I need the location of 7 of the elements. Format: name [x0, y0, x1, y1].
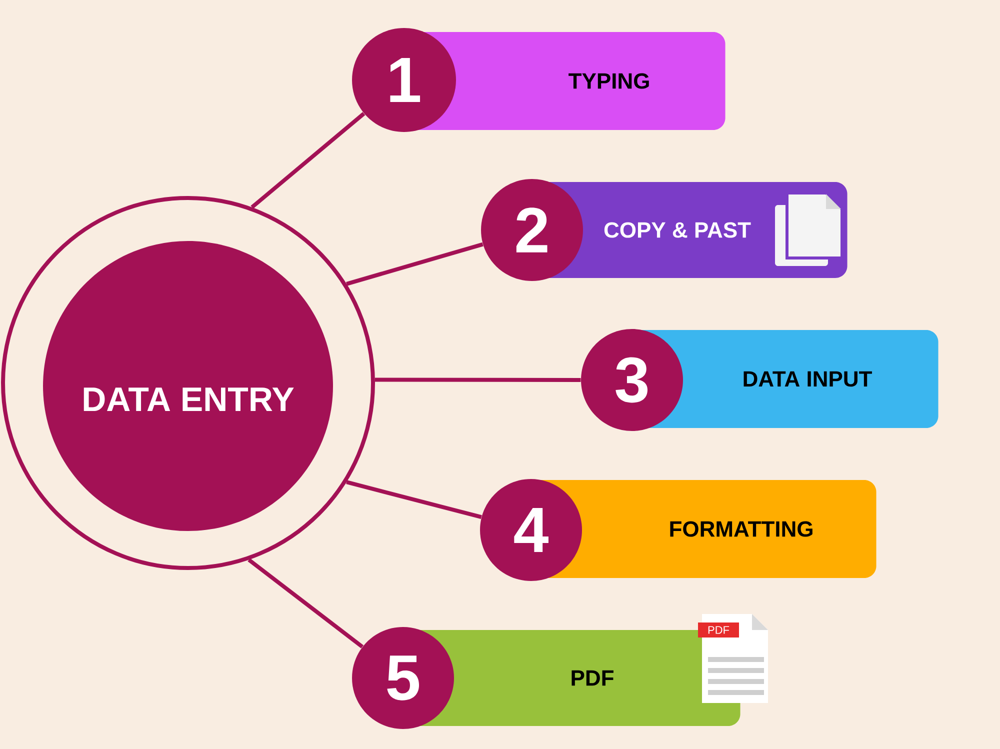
connector-line — [250, 112, 366, 209]
connector-line — [374, 378, 581, 382]
ring-circle — [1, 196, 375, 570]
file-type-tag: PDF — [698, 622, 739, 638]
connector-line — [346, 242, 484, 286]
connector-line — [346, 480, 482, 520]
connector-line — [248, 558, 364, 648]
